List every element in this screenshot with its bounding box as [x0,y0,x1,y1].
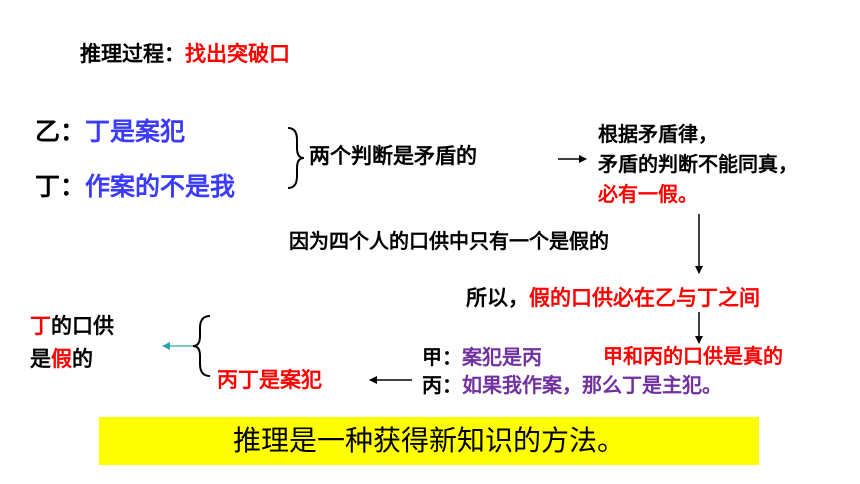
rule-line-3: 必有一假。 [598,182,698,206]
ding-false-fake: 假 [51,347,72,371]
yi-statement: 乙：丁是案犯 [35,119,185,144]
therefore-line: 所以，假的口供必在乙与丁之间 [466,288,760,309]
ding-false-is: 是 [30,347,51,371]
therefore-prefix: 所以， [466,286,529,310]
right-brace [287,127,305,189]
bing-statement: 丙：如果我作案，那么丁是主犯。 [422,375,722,395]
conclusion-banner: 推理是一种获得新知识的方法。 [99,417,759,465]
ding-speaker: 丁： [35,172,86,201]
jia-claim: 案犯是丙 [462,345,542,369]
process-label: 推理过程： [80,42,185,66]
ding-claim: 作案的不是我 [85,172,236,201]
banner-text: 推理是一种获得新知识的方法。 [232,424,625,457]
jia-statement: 甲：案犯是丙 [422,347,542,367]
yi-claim: 丁是案犯 [85,117,186,146]
therefore-conclusion: 假的口供必在乙与丁之间 [529,286,760,310]
ding-false-line-2: 是假的 [30,349,93,370]
ding-statement: 丁：作案的不是我 [35,174,235,199]
bing-claim: 如果我作案，那么丁是主犯。 [462,373,722,397]
process-value: 找出突破口 [185,42,290,66]
ding-false-de: 的 [72,347,93,371]
bing-speaker: 丙： [422,373,462,397]
culprit-text: 丙丁是案犯 [217,368,322,392]
contradiction-text: 两个判断是矛盾的 [309,144,477,168]
ding-false-word: 的口供 [51,314,114,338]
ding-false-name: 丁 [30,314,51,338]
rule-line-2: 矛盾的判断不能同真， [598,152,798,176]
left-brace [192,315,211,377]
jia-speaker: 甲： [422,345,462,369]
yi-speaker: 乙： [35,117,86,146]
rule-line-1: 根据矛盾律， [598,122,718,146]
truth-text: 甲和丙的口供是真的 [603,344,783,368]
ding-false-line-1: 丁的口供 [30,316,114,337]
process-heading: 推理过程：找出突破口 [80,44,290,65]
reason-text: 因为四个人的口供中只有一个是假的 [289,229,609,253]
